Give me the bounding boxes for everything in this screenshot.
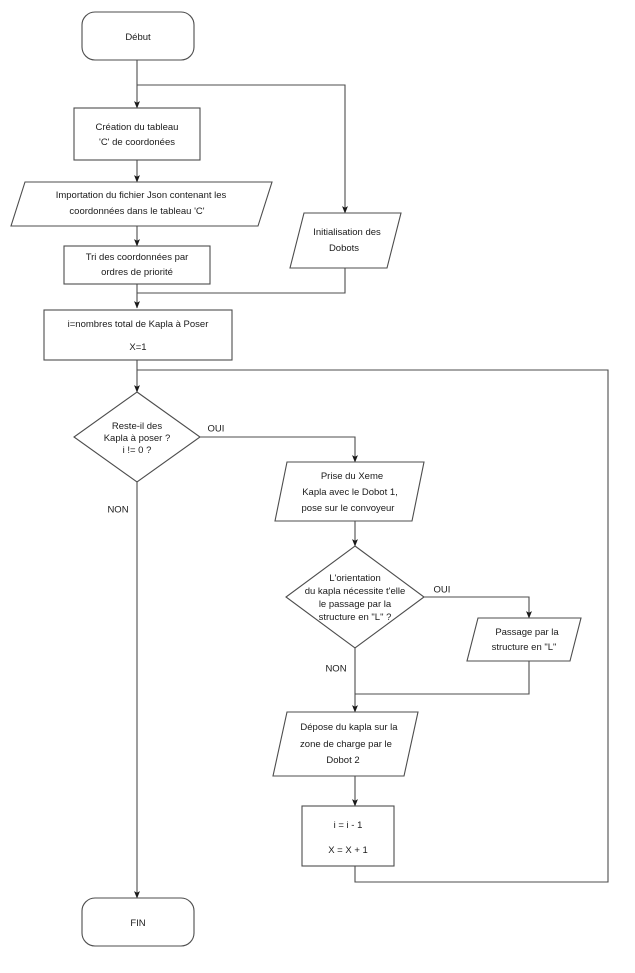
node-compteur-update-line-0: i = i - 1 (334, 820, 363, 831)
svg-text:Prise du Xeme: Prise du Xeme (321, 471, 383, 482)
edge-init-dobots-to-compteur (137, 268, 346, 294)
svg-text:Reste-il des: Reste-il des (112, 421, 162, 432)
node-creation-tableau[interactable]: Création du tableau 'C' de coordonées (73, 107, 201, 161)
svg-text:'C' de coordonées: 'C' de coordonées (99, 137, 175, 148)
node-end[interactable]: FIN (81, 897, 195, 947)
svg-text:Dépose du kapla sur la: Dépose du kapla sur la (300, 722, 398, 733)
edge-passage-l-to-depose (355, 661, 530, 695)
node-end-line-0: FIN (130, 918, 145, 929)
node-prise-kapla-line-1: Kapla avec le Dobot 1, (302, 487, 398, 498)
node-prise-kapla-line-0: Prise du Xeme (321, 471, 383, 482)
node-importation-json-line-1: coordonnées dans le tableau 'C' (69, 206, 204, 217)
svg-text:structure en "L" ?: structure en "L" ? (319, 612, 392, 623)
svg-text:le passage par la: le passage par la (319, 599, 392, 610)
node-passage-structure-l-line-1: structure en "L" (492, 642, 557, 653)
node-init-dobots-line-1: Dobots (329, 243, 359, 254)
node-layer: Début Création du tableau 'C' de coordon… (10, 11, 582, 947)
node-init-dobots[interactable]: Initialisation des Dobots (289, 212, 402, 269)
svg-text:Kapla à poser ?: Kapla à poser ? (104, 433, 171, 444)
node-compteur-init-line-0: i=nombres total de Kapla à Poser (68, 319, 209, 330)
svg-text:Création du tableau: Création du tableau (96, 122, 179, 133)
edge-decision-orientation-oui (424, 596, 532, 619)
edge-label-orientation-oui: OUI (434, 585, 451, 596)
edge-decision-reste-oui (200, 436, 358, 463)
svg-text:i=nombres total de Kapla à Pos: i=nombres total de Kapla à Poser (68, 319, 209, 330)
edge-label-layer: OUI NON OUI NON (107, 424, 450, 675)
node-creation-tableau-line-1: 'C' de coordonées (99, 137, 175, 148)
node-creation-tableau-line-0: Création du tableau (96, 122, 179, 133)
svg-text:L'orientation: L'orientation (329, 573, 380, 584)
node-depose-kapla-line-2: Dobot 2 (326, 755, 359, 766)
node-decision-reste-kapla-line-0: Reste-il des (112, 421, 162, 432)
svg-text:X=1: X=1 (129, 342, 146, 353)
svg-text:Début: Début (125, 32, 151, 43)
svg-text:structure en "L": structure en "L" (492, 642, 557, 653)
edge-label-reste-kapla-non: NON (107, 505, 128, 516)
svg-text:Tri des coordonnées par: Tri des coordonnées par (86, 252, 189, 263)
svg-text:Dobots: Dobots (329, 243, 359, 254)
node-decision-reste-kapla-line-1: Kapla à poser ? (104, 433, 171, 444)
node-importation-json[interactable]: Importation du fichier Json contenant le… (10, 181, 273, 227)
edge-label-orientation-non: NON (325, 664, 346, 675)
node-depose-kapla[interactable]: Dépose du kapla sur la zone de charge pa… (272, 711, 419, 777)
node-depose-kapla-line-1: zone de charge par le (300, 739, 392, 750)
node-start-line-0: Début (125, 32, 151, 43)
svg-text:du kapla nécessite t'elle: du kapla nécessite t'elle (305, 586, 406, 597)
node-depose-kapla-line-0: Dépose du kapla sur la (300, 722, 398, 733)
svg-text:Kapla avec le Dobot 1,: Kapla avec le Dobot 1, (302, 487, 398, 498)
svg-text:Initialisation des: Initialisation des (313, 227, 381, 238)
svg-text:pose sur le convoyeur: pose sur le convoyeur (302, 503, 395, 514)
edge-label-reste-kapla-oui: OUI (208, 424, 225, 435)
node-passage-structure-l-line-0: Passage par la (495, 627, 559, 638)
node-importation-json-line-0: Importation du fichier Json contenant le… (56, 190, 227, 201)
node-decision-orientation-line-2: le passage par la (319, 599, 392, 610)
node-compteur-init[interactable]: i=nombres total de Kapla à Poser X=1 (43, 309, 233, 361)
svg-text:Importation du fichier Json co: Importation du fichier Json contenant le… (56, 190, 227, 201)
node-tri-coordonnees-line-0: Tri des coordonnées par (86, 252, 189, 263)
node-compteur-init-line-1: X=1 (129, 342, 146, 353)
svg-text:i != 0 ?: i != 0 ? (123, 445, 152, 456)
connector-layer (134, 60, 609, 899)
node-decision-reste-kapla-line-2: i != 0 ? (123, 445, 152, 456)
edge-start-to-init-dobots (137, 84, 348, 214)
node-tri-coordonnees[interactable]: Tri des coordonnées par ordres de priori… (63, 245, 211, 285)
svg-text:X = X + 1: X = X + 1 (328, 845, 368, 856)
svg-text:FIN: FIN (130, 918, 145, 929)
node-decision-orientation-line-0: L'orientation (329, 573, 380, 584)
svg-text:Dobot 2: Dobot 2 (326, 755, 359, 766)
node-decision-reste-kapla[interactable]: Reste-il des Kapla à poser ? i != 0 ? (73, 391, 201, 483)
node-decision-orientation[interactable]: L'orientation du kapla nécessite t'elle … (285, 545, 425, 649)
node-prise-kapla-line-2: pose sur le convoyeur (302, 503, 395, 514)
node-tri-coordonnees-line-1: ordres de priorité (101, 267, 173, 278)
node-compteur-update[interactable]: i = i - 1 X = X + 1 (301, 805, 395, 867)
node-decision-orientation-line-3: structure en "L" ? (319, 612, 392, 623)
edge-loop-back-to-decision (137, 369, 609, 883)
node-compteur-update-line-1: X = X + 1 (328, 845, 368, 856)
node-start[interactable]: Début (81, 11, 195, 61)
svg-text:Passage par la: Passage par la (495, 627, 559, 638)
svg-text:coordonnées dans le tableau 'C: coordonnées dans le tableau 'C' (69, 206, 204, 217)
node-prise-kapla[interactable]: Prise du Xeme Kapla avec le Dobot 1, pos… (274, 461, 425, 522)
svg-text:zone de charge par le: zone de charge par le (300, 739, 392, 750)
node-decision-orientation-line-1: du kapla nécessite t'elle (305, 586, 406, 597)
node-init-dobots-line-0: Initialisation des (313, 227, 381, 238)
svg-text:i = i - 1: i = i - 1 (334, 820, 363, 831)
node-passage-structure-l[interactable]: Passage par la structure en "L" (466, 617, 582, 662)
svg-text:ordres de priorité: ordres de priorité (101, 267, 173, 278)
